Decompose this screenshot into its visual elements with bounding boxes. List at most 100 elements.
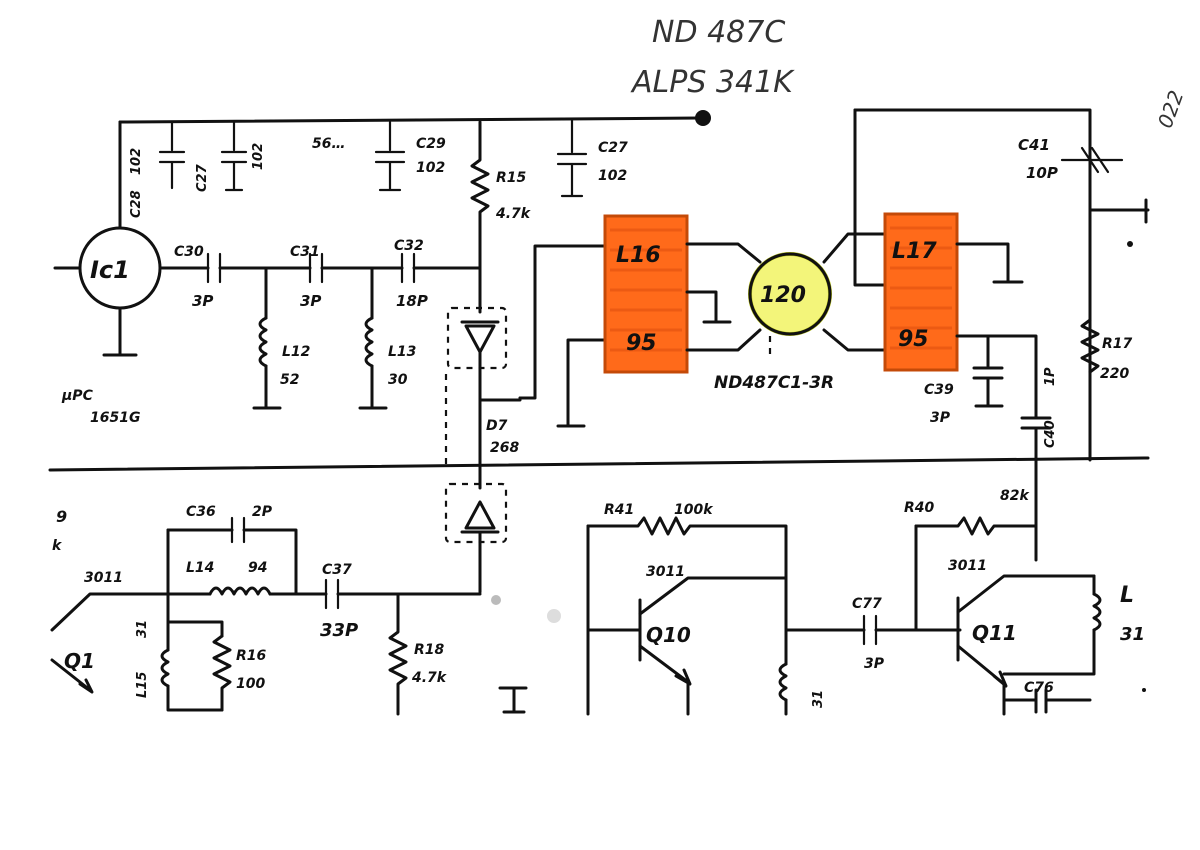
l12-label: L12: [282, 344, 310, 360]
r41-label: R41: [604, 502, 634, 518]
header-corner-note: 022: [1153, 87, 1189, 131]
c32-value: 18P: [396, 292, 428, 310]
cap-c27: C27 102: [195, 120, 266, 192]
c27-value: 102: [251, 143, 266, 170]
resistor-r41: R41 100k: [586, 502, 788, 716]
resonator-part: ND487C1-3R: [714, 373, 834, 393]
ic1-part-no: 1651G: [90, 410, 140, 426]
inductor-l-right: L 31: [1002, 574, 1145, 676]
l-right-ref: L: [1120, 583, 1134, 608]
l13-value: 30: [388, 372, 408, 388]
ic1-part: μPC: [61, 388, 94, 404]
c27-top-value: 102: [598, 168, 627, 184]
resistor-r40: R40 82k: [904, 488, 1038, 632]
c36-label: C36: [186, 504, 216, 520]
r15-label: R15: [496, 170, 527, 186]
bias-dashed-line: [444, 374, 482, 490]
c77-value: 3P: [864, 656, 885, 672]
varactor-d7: D7 268: [446, 266, 522, 456]
l14-value: 94: [248, 560, 267, 576]
middle-rail: [48, 456, 1150, 472]
top-rail: [118, 108, 1092, 462]
r16-label: R16: [236, 648, 267, 664]
l16-label: L16: [616, 243, 661, 268]
resistor-r15: R15 4.7k: [470, 120, 532, 270]
c28-value: 102: [129, 148, 144, 175]
c39-value: 3P: [930, 410, 951, 426]
l17-body: [883, 212, 959, 372]
l14-label: L14: [186, 560, 214, 576]
c41-value: 10P: [1026, 164, 1058, 182]
d7-label: D7: [486, 418, 508, 434]
cap-c39: C39 3P: [924, 334, 1004, 426]
cap-c30: C30 3P: [174, 244, 222, 310]
c28-label: C28: [129, 190, 144, 218]
c37-value: 33P: [320, 620, 358, 641]
c27-top-label: C27: [598, 140, 628, 156]
cap-c29: C29 102: [374, 120, 446, 192]
q1-ref: Q1: [64, 649, 95, 673]
r18-label: R18: [414, 642, 445, 658]
cap-c27-top: C27 102: [556, 118, 628, 198]
c76-label: C76: [1024, 680, 1054, 696]
r17-label: R17: [1102, 336, 1133, 352]
c40-label: C40: [1043, 420, 1058, 448]
l16-to-varactor-wire: [518, 244, 607, 428]
cap-c37: C37 33P: [320, 562, 482, 641]
l16-body: [603, 214, 689, 374]
c31-label: C31: [290, 244, 320, 260]
c30-label: C30: [174, 244, 204, 260]
q11-part: 3011: [948, 558, 987, 574]
q1-side-label: 9: [56, 507, 67, 526]
inductor-l13: L13 30: [358, 266, 416, 410]
resistor-r17: R17 220: [1080, 318, 1133, 382]
l17-label: L17: [892, 239, 937, 264]
resistor-r18: R18 4.7k: [388, 592, 448, 716]
filter-l16: L16 95: [603, 214, 732, 374]
c32-label: C32: [394, 238, 424, 254]
cap-c76: C76: [1002, 680, 1092, 714]
c29-value: 102: [416, 160, 445, 176]
inductor-q10: 31: [778, 628, 826, 716]
header-part-number: ND 487C: [652, 15, 785, 50]
l12-value: 52: [280, 372, 299, 388]
l15-r16-group: L15 31 R16 100: [135, 592, 267, 712]
transistor-q10: 3011 Q10: [586, 564, 788, 716]
c-partial-label: 56…: [312, 136, 345, 152]
cap-c40: C40 1P: [1020, 367, 1058, 562]
resonator-wires: [685, 232, 887, 352]
r17-value: 220: [1100, 366, 1129, 382]
ic1: Ic1 μPC 1651G: [53, 120, 162, 426]
c40-value: 1P: [1043, 367, 1058, 386]
c29-label: C29: [416, 136, 446, 152]
cap-c31: C31 3P: [290, 244, 324, 310]
ground-mark-lower: [498, 686, 528, 714]
r16-value: 100: [236, 676, 265, 692]
c36-value: 2P: [252, 504, 273, 520]
l15-value: 31: [135, 620, 150, 638]
l17-value: 95: [898, 327, 929, 352]
c39-label: C39: [924, 382, 954, 398]
cap-c77: C77 3P: [784, 596, 962, 672]
q1-part: 3011: [84, 570, 123, 586]
varactor-lower: [444, 482, 508, 594]
resonator-value: 120: [760, 283, 806, 308]
q1-section: 9 k 3011 Q1: [50, 507, 170, 694]
cap-c41: C41 10P: [1018, 136, 1150, 224]
l-right-value: 31: [1120, 624, 1145, 645]
c41-label: C41: [1018, 136, 1050, 154]
cap-c32: C32 18P: [394, 238, 428, 310]
q1-side-label2: k: [52, 538, 63, 554]
l-q10-value: 31: [811, 690, 826, 708]
l15-label: L15: [135, 672, 150, 698]
r40-value: 82k: [1000, 488, 1030, 504]
resonator-120: 120 ND487C1-3R: [714, 252, 834, 393]
q10-part: 3011: [646, 564, 685, 580]
stray-marks: [491, 241, 1146, 692]
r41-value: 100k: [674, 502, 714, 518]
ic1-ref: Ic1: [90, 256, 130, 284]
c27-label: C27: [195, 163, 210, 192]
inductor-l14: L14 94: [166, 560, 328, 596]
cap-c36: C36 2P: [166, 504, 298, 596]
